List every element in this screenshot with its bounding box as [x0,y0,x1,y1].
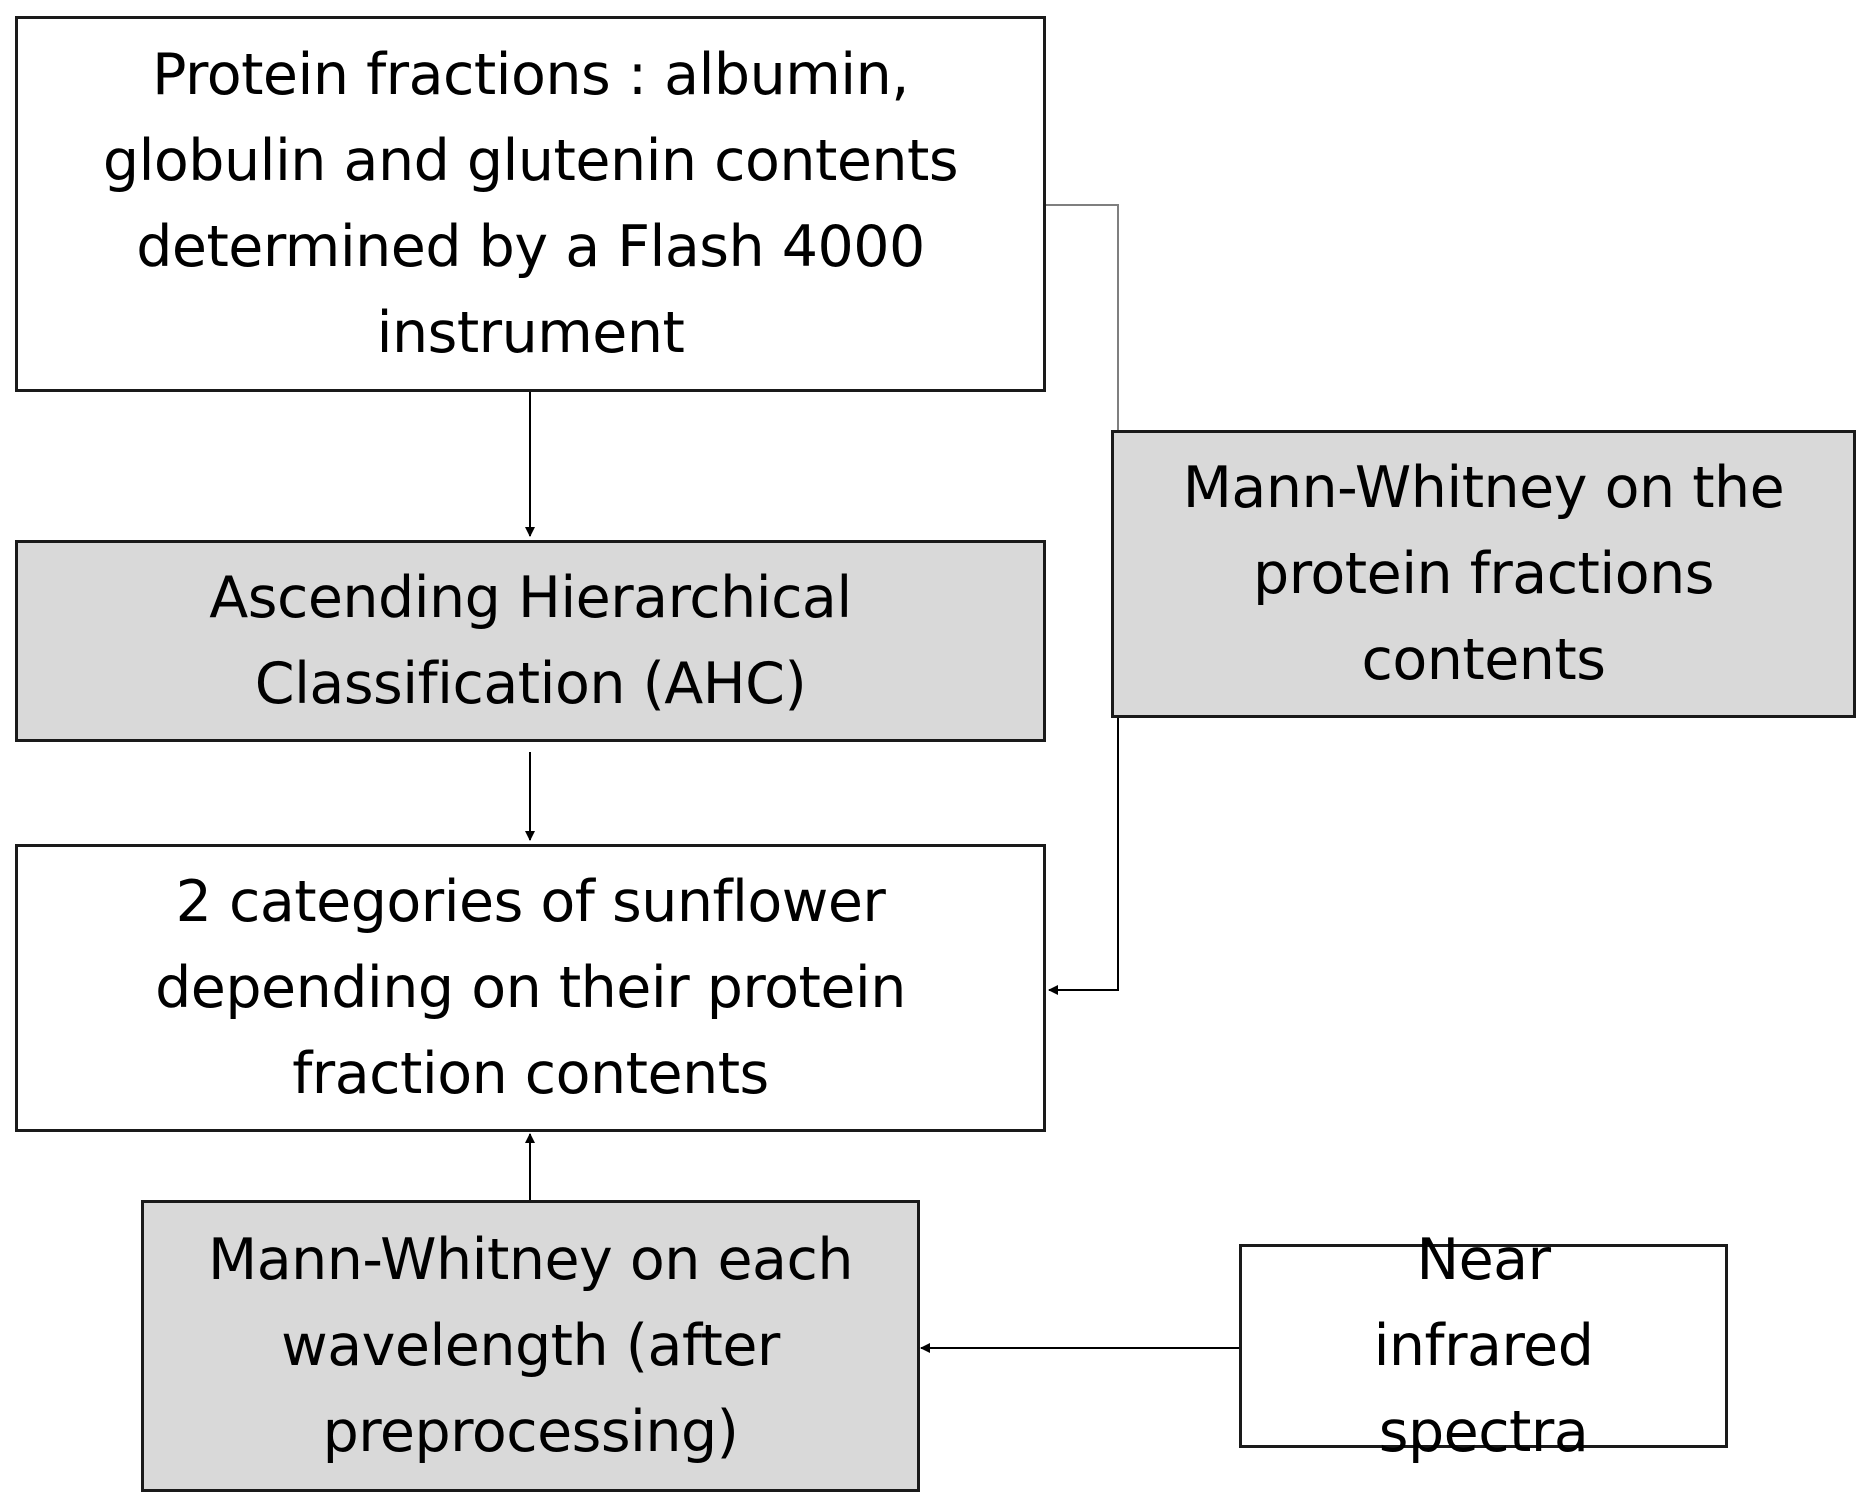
node-protein-fractions-label: Protein fractions : albumin, globulin an… [102,42,959,366]
node-categories-label: 2 categories of sunflower depending on t… [155,869,906,1107]
node-categories: 2 categories of sunflower depending on t… [15,844,1046,1132]
node-mann-whitney-protein-label: Mann-Whitney on the protein fractions co… [1182,455,1785,693]
node-nir-spectra-label: Near infrared spectra [1373,1227,1594,1465]
node-mann-whitney-wavelength-label: Mann-Whitney on each wavelength (after p… [208,1227,853,1465]
arrow-mann-whitney-to-categories [1048,717,1119,995]
node-mann-whitney-wavelength: Mann-Whitney on each wavelength (after p… [141,1200,920,1492]
connector-protein-to-mann-whitney [1045,204,1119,431]
node-mann-whitney-protein: Mann-Whitney on the protein fractions co… [1111,430,1856,718]
node-ahc: Ascending Hierarchical Classification (A… [15,540,1046,742]
node-ahc-label: Ascending Hierarchical Classification (A… [209,565,852,717]
node-protein-fractions: Protein fractions : albumin, globulin an… [15,16,1046,392]
node-nir-spectra: Near infrared spectra [1239,1227,1728,1465]
